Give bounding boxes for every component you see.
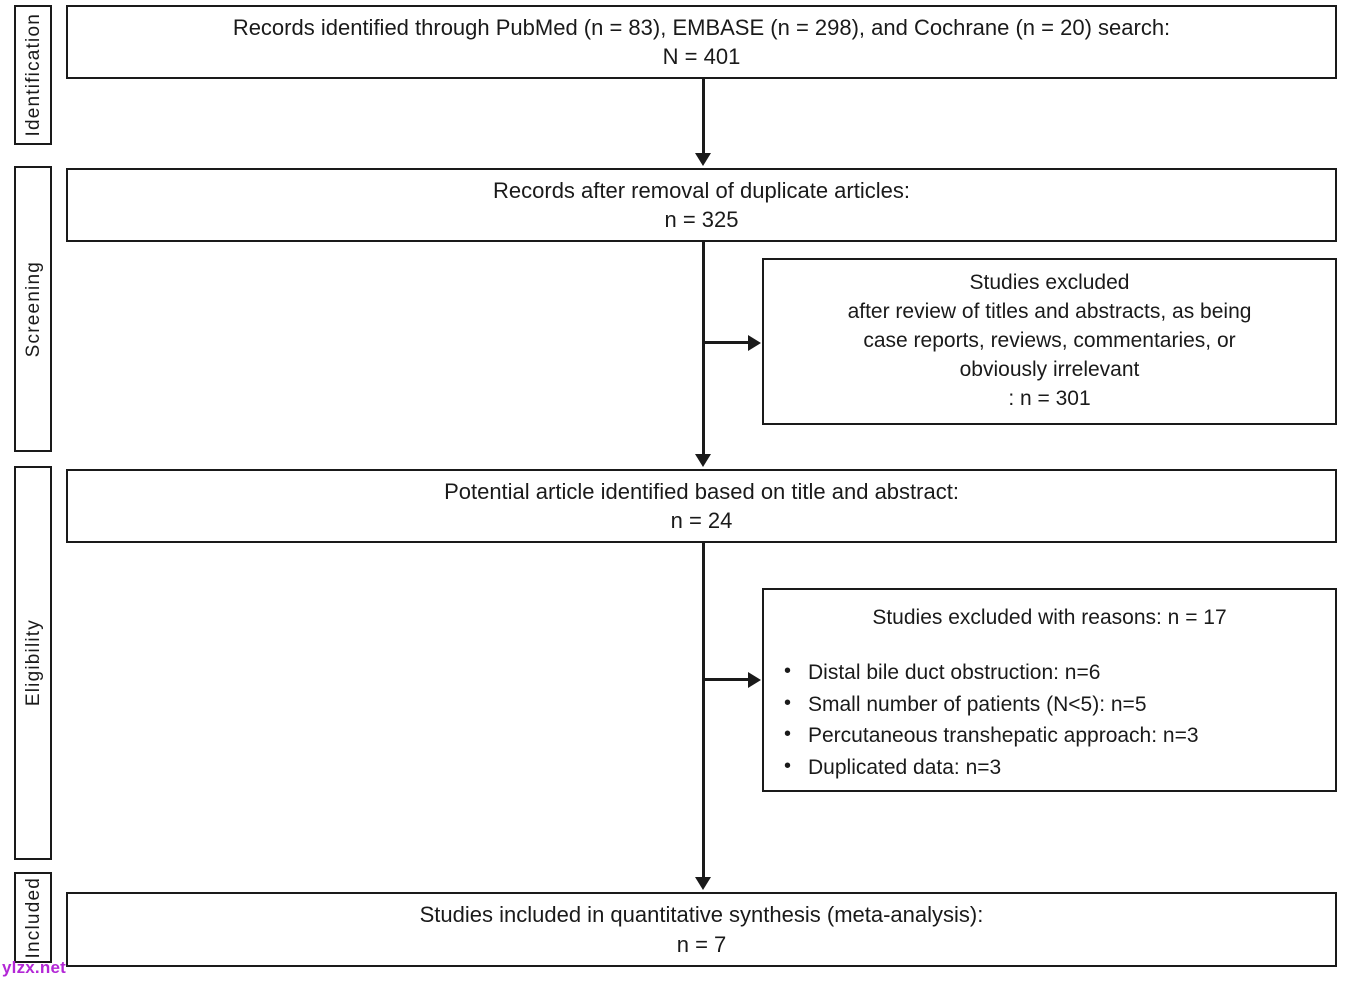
stage-box-screening: Screening — [14, 166, 52, 452]
connector-branch-eligibility-excluded — [704, 678, 750, 681]
flow-box-potential-articles: Potential article identified based on ti… — [66, 469, 1337, 543]
watermark: ylzx.net — [2, 958, 66, 977]
stage-label-screening: Screening — [22, 260, 44, 358]
stage-box-eligibility: Eligibility — [14, 466, 52, 860]
records-after-duplicates-count: n = 325 — [664, 207, 739, 232]
arrow-branch-eligibility-excluded — [748, 672, 761, 688]
stage-box-included: Included — [14, 872, 52, 963]
stage-label-identification: Identification — [22, 13, 44, 137]
flow-box-records-identified: Records identified through PubMed (n = 8… — [66, 5, 1337, 79]
arrow-branch-screening-excluded — [748, 335, 761, 351]
potential-articles-count: n = 24 — [670, 508, 733, 533]
studies-included-count: n = 7 — [676, 931, 727, 957]
studies-included-line-1: Studies included in quantitative synthes… — [419, 902, 984, 928]
excluded-eligibility-heading: Studies excluded with reasons: n = 17 — [872, 606, 1227, 629]
excluded-screening-line-2: after review of titles and abstracts, as… — [847, 300, 1252, 324]
stage-box-identification: Identification — [14, 5, 52, 145]
records-after-duplicates-line-1: Records after removal of duplicate artic… — [493, 177, 910, 203]
arrow-identified-to-duplicates — [695, 153, 711, 166]
connector-branch-screening-excluded — [704, 341, 750, 344]
records-identified-count: N = 401 — [662, 44, 741, 69]
potential-articles-line-1: Potential article identified based on ti… — [444, 478, 959, 504]
list-item: Duplicated data: n=3 — [778, 751, 1335, 784]
excluded-screening-line-4: obviously irrelevant — [959, 357, 1140, 381]
side-box-studies-excluded-screening: Studies excluded after review of titles … — [762, 258, 1337, 425]
excluded-screening-line-1: Studies excluded — [969, 271, 1130, 295]
excluded-screening-line-3: case reports, reviews, commentaries, or — [863, 329, 1236, 353]
connector-potential-to-included — [702, 543, 705, 879]
list-item: Percutaneous transhepatic approach: n=3 — [778, 719, 1335, 752]
connector-duplicates-to-potential — [702, 242, 705, 455]
excluded-screening-count: : n = 301 — [1008, 386, 1091, 410]
records-identified-line-1: Records identified through PubMed (n = 8… — [232, 14, 1171, 40]
arrow-duplicates-to-potential — [695, 454, 711, 467]
connector-identified-to-duplicates — [702, 79, 705, 155]
arrow-potential-to-included — [695, 877, 711, 890]
flow-box-studies-included: Studies included in quantitative synthes… — [66, 892, 1337, 967]
stage-label-eligibility: Eligibility — [22, 619, 44, 707]
list-item: Distal bile duct obstruction: n=6 — [778, 656, 1335, 689]
excluded-eligibility-reason-list: Distal bile duct obstruction: n=6 Small … — [764, 656, 1335, 784]
side-box-studies-excluded-eligibility: Studies excluded with reasons: n = 17 Di… — [762, 588, 1337, 792]
stage-label-included: Included — [22, 876, 44, 959]
flow-box-records-after-duplicates: Records after removal of duplicate artic… — [66, 168, 1337, 242]
list-item: Small number of patients (N<5): n=5 — [778, 688, 1335, 721]
